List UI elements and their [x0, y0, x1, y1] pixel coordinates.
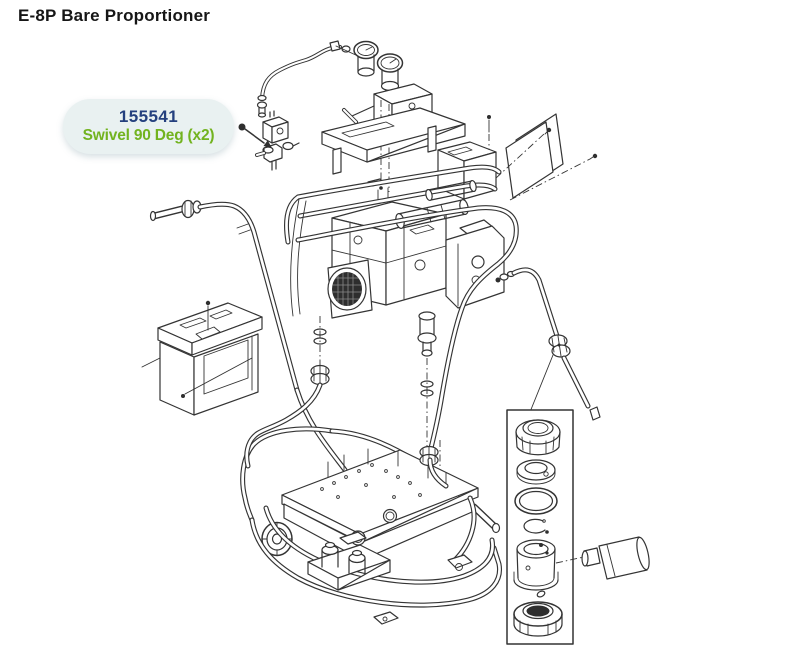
- grip-part: [581, 536, 650, 580]
- washer: [516, 459, 556, 485]
- swivel-90-fitting: [255, 141, 300, 171]
- swivel-fitting-group: [255, 110, 300, 171]
- valve-pin: [536, 590, 546, 598]
- valve-cylinder: [513, 539, 559, 591]
- fluid-hoses: [247, 208, 517, 486]
- snap-ring: [523, 518, 549, 534]
- fan: [327, 259, 373, 319]
- control-box: [141, 300, 263, 416]
- mounting-bracket: [321, 107, 466, 204]
- part-number: 155541: [118, 106, 179, 126]
- wand-coupling-nut: [548, 334, 571, 358]
- bottom-cap-nut: [513, 601, 563, 637]
- return-wand: [495, 270, 601, 421]
- part-description: Swivel 90 Deg (x2): [82, 127, 215, 145]
- page-title: E-8P Bare Proportioner: [18, 6, 211, 25]
- hose-coupling-nut-left: [310, 364, 330, 386]
- o-ring: [514, 487, 558, 515]
- callout-leader-arrow: [238, 123, 272, 148]
- leader-arrowhead: [263, 140, 272, 148]
- knurled-nut: [515, 419, 561, 456]
- pump-assembly: [286, 167, 505, 446]
- cart-frame: [243, 429, 500, 625]
- leader-dot: [238, 123, 246, 131]
- part-callout: 155541 Swivel 90 Deg (x2): [63, 99, 234, 154]
- valve-detail-box: [506, 409, 650, 645]
- spray-gun-wand: [149, 199, 351, 493]
